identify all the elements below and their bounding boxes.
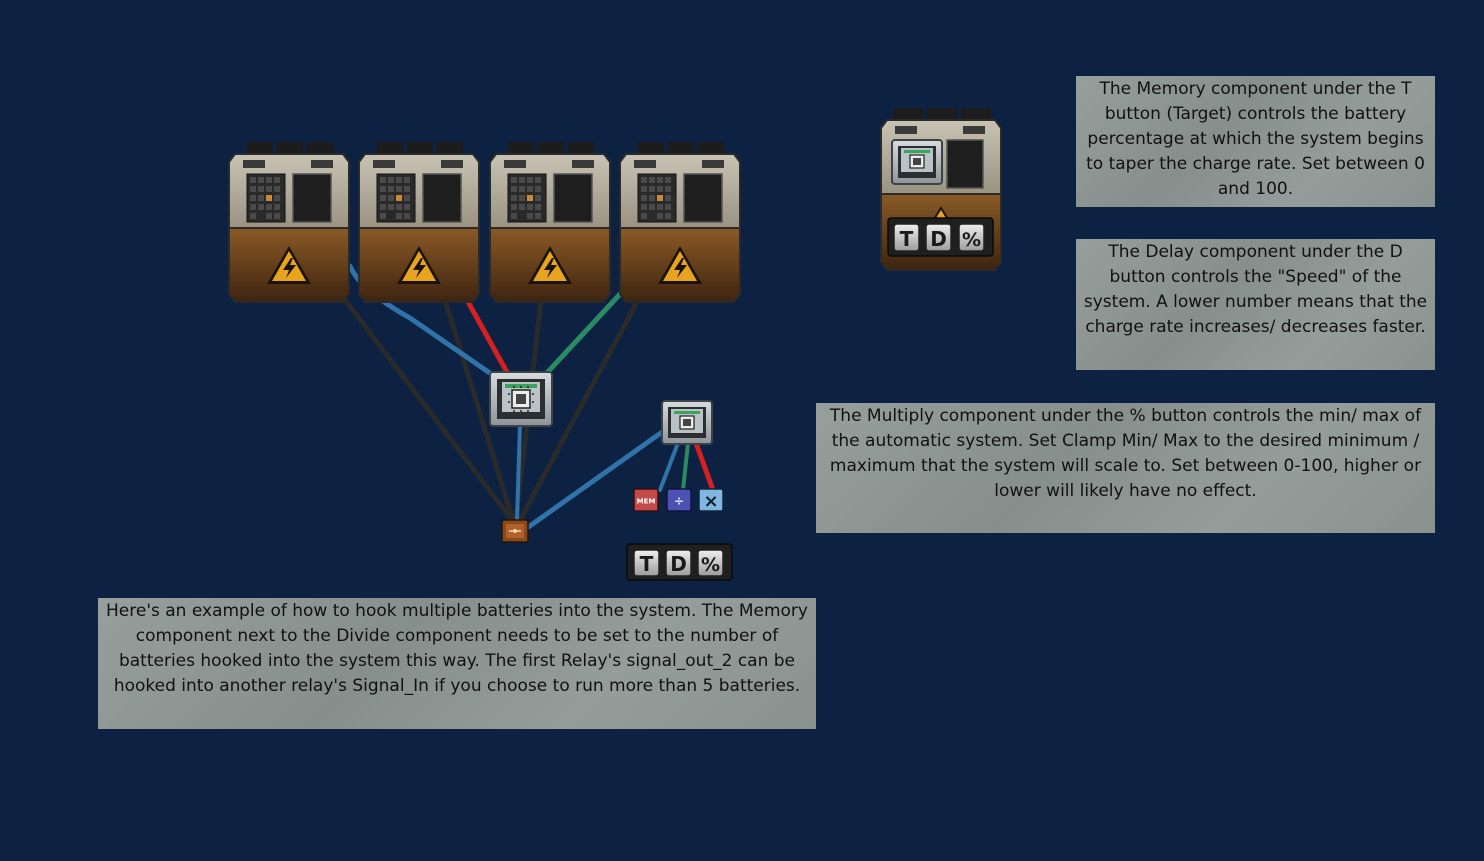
delay-button-top[interactable]: D <box>925 223 952 252</box>
note-delay-component: The Delay component under the D button c… <box>1076 239 1435 370</box>
delay-button[interactable]: D <box>665 549 692 577</box>
battery-2[interactable] <box>359 142 479 302</box>
note-memory-component: The Memory component under the T button … <box>1076 76 1435 207</box>
divide-chip-component[interactable] <box>489 371 553 427</box>
multiply-chip-label: × <box>703 491 718 512</box>
delay-button-top-label: D <box>930 227 947 251</box>
button-panel-top: T D % <box>887 217 994 257</box>
battery-3[interactable] <box>490 142 610 302</box>
button-panel-bottom: T D % <box>626 543 733 581</box>
memory-component[interactable]: MEM <box>633 488 659 512</box>
target-button-label: T <box>640 552 654 576</box>
target-button[interactable]: T <box>633 549 660 577</box>
multiply-component[interactable]: × <box>698 488 724 512</box>
target-button-top[interactable]: T <box>893 223 920 252</box>
percent-button-top[interactable]: % <box>958 223 985 252</box>
battery-4[interactable] <box>620 142 740 302</box>
target-button-top-label: T <box>900 227 914 251</box>
divide-component[interactable]: ÷ <box>666 488 692 512</box>
divide-chip-label: ÷ <box>674 494 684 508</box>
memory-chip-label: MEM <box>637 498 656 506</box>
delay-button-label: D <box>670 552 687 576</box>
relay-component[interactable] <box>501 519 529 543</box>
percent-button[interactable]: % <box>697 549 724 577</box>
percent-button-top-label: % <box>962 229 981 251</box>
note-battery-hookup: Here's an example of how to hook multipl… <box>98 598 816 729</box>
control-chip-component[interactable] <box>661 400 713 445</box>
percent-button-label: % <box>701 554 720 576</box>
note-multiply-component: The Multiply component under the % butto… <box>816 403 1435 533</box>
unit-chip[interactable] <box>891 139 943 185</box>
battery-1[interactable] <box>229 142 349 302</box>
